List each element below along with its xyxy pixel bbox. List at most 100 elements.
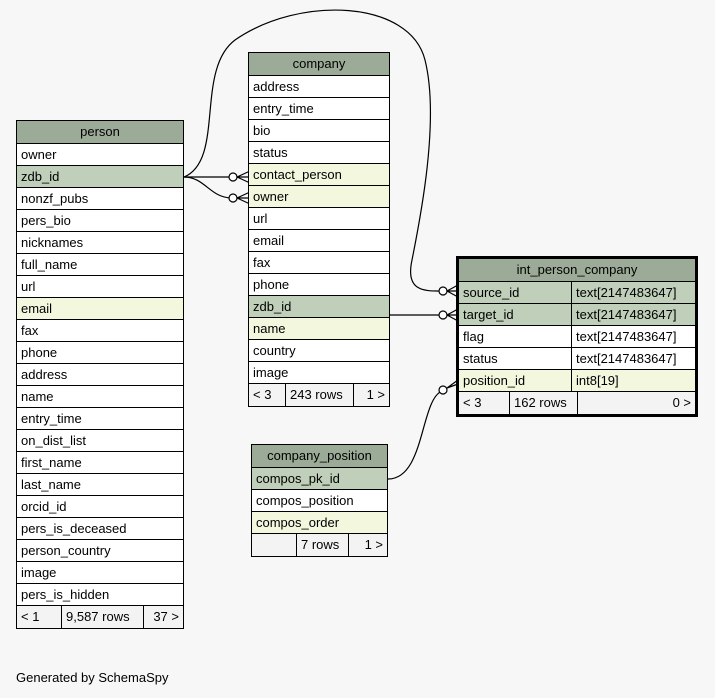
column-row[interactable]: contact_person bbox=[249, 164, 389, 186]
column-row[interactable]: compos_position bbox=[252, 490, 387, 512]
children-count[interactable]: 1 > bbox=[348, 534, 387, 556]
column-name: fax bbox=[253, 255, 271, 270]
column-row[interactable]: nicknames bbox=[17, 232, 183, 254]
column-name: nicknames bbox=[21, 235, 84, 250]
column-row[interactable]: address bbox=[17, 364, 183, 386]
column-row[interactable]: first_name bbox=[17, 452, 183, 474]
column-name: entry_time bbox=[253, 101, 314, 116]
column-row[interactable]: pers_is_deceased bbox=[17, 518, 183, 540]
row-count: 162 rows bbox=[509, 392, 577, 414]
column-row[interactable]: name bbox=[17, 386, 183, 408]
column-row[interactable]: zdb_id bbox=[17, 166, 183, 188]
column-name: on_dist_list bbox=[21, 433, 87, 448]
column-name: bio bbox=[253, 123, 271, 138]
column-row[interactable]: person_country bbox=[17, 540, 183, 562]
column-type: text[2147483647] bbox=[571, 282, 695, 303]
column-row[interactable]: position_id int8[19] bbox=[459, 370, 695, 392]
parents-count[interactable]: < 3 bbox=[253, 387, 272, 402]
column-name: pers_is_hidden bbox=[21, 587, 110, 602]
column-row[interactable]: entry_time bbox=[17, 408, 183, 430]
column-name: image bbox=[21, 565, 57, 580]
column-row[interactable]: last_name bbox=[17, 474, 183, 496]
column-name: status bbox=[253, 145, 288, 160]
column-name: zdb_id bbox=[253, 299, 292, 314]
table-title[interactable]: company_position bbox=[252, 445, 387, 468]
parents-count[interactable]: < 1 bbox=[21, 609, 40, 624]
table-title[interactable]: person bbox=[17, 121, 183, 144]
parents-count[interactable]: < 3 bbox=[463, 395, 482, 410]
column-name: pers_is_deceased bbox=[21, 521, 127, 536]
column-row[interactable]: owner bbox=[17, 144, 183, 166]
generated-by-label: Generated by SchemaSpy bbox=[16, 670, 169, 685]
column-row[interactable]: owner bbox=[249, 186, 389, 208]
column-row[interactable]: phone bbox=[17, 342, 183, 364]
column-row[interactable]: fax bbox=[17, 320, 183, 342]
column-type: text[2147483647] bbox=[571, 304, 695, 325]
column-row[interactable]: nonzf_pubs bbox=[17, 188, 183, 210]
link-end-circle bbox=[228, 172, 238, 182]
column-row[interactable]: phone bbox=[249, 274, 389, 296]
column-row[interactable]: country bbox=[249, 340, 389, 362]
column-type: int8[19] bbox=[571, 370, 695, 391]
column-name: compos_pk_id bbox=[256, 471, 340, 486]
column-row[interactable]: orcid_id bbox=[17, 496, 183, 518]
column-row[interactable]: image bbox=[17, 562, 183, 584]
column-row[interactable]: address bbox=[249, 76, 389, 98]
column-name: address bbox=[21, 367, 68, 382]
column-name: owner bbox=[21, 147, 57, 162]
children-count[interactable]: 0 > bbox=[577, 392, 695, 414]
column-name: url bbox=[21, 279, 36, 294]
column-name: phone bbox=[21, 345, 58, 360]
column-row[interactable]: full_name bbox=[17, 254, 183, 276]
column-row[interactable]: bio bbox=[249, 120, 389, 142]
column-row[interactable]: url bbox=[17, 276, 183, 298]
link-end-circle bbox=[438, 385, 448, 395]
row-count: 9,587 rows bbox=[61, 606, 143, 628]
column-row[interactable]: on_dist_list bbox=[17, 430, 183, 452]
column-row[interactable]: pers_bio bbox=[17, 210, 183, 232]
link-end-circle bbox=[228, 193, 238, 203]
column-type: text[2147483647] bbox=[571, 326, 695, 347]
column-name: orcid_id bbox=[21, 499, 67, 514]
column-name: compos_order bbox=[256, 515, 340, 530]
children-count[interactable]: 1 > bbox=[353, 384, 389, 406]
column-name: pers_bio bbox=[21, 213, 71, 228]
table-company-position[interactable]: company_position compos_pk_id compos_posit… bbox=[251, 444, 388, 557]
column-name: owner bbox=[253, 189, 289, 204]
table-title[interactable]: company bbox=[249, 53, 389, 76]
column-name: entry_time bbox=[21, 411, 82, 426]
column-row[interactable]: compos_pk_id bbox=[252, 468, 387, 490]
column-name: position_id bbox=[463, 373, 526, 388]
column-name: country bbox=[253, 343, 296, 358]
column-name: nonzf_pubs bbox=[21, 191, 89, 206]
column-row[interactable]: image bbox=[249, 362, 389, 384]
column-name: full_name bbox=[21, 257, 78, 272]
column-row[interactable]: url bbox=[249, 208, 389, 230]
column-name: first_name bbox=[21, 455, 82, 470]
column-row[interactable]: status bbox=[249, 142, 389, 164]
column-row[interactable]: entry_time bbox=[249, 98, 389, 120]
column-name: image bbox=[253, 365, 289, 380]
column-row[interactable]: pers_is_hidden bbox=[17, 584, 183, 606]
table-title[interactable]: int_person_company bbox=[459, 259, 695, 282]
column-row[interactable]: compos_order bbox=[252, 512, 387, 534]
parents-count[interactable] bbox=[252, 534, 296, 556]
column-row[interactable]: zdb_id bbox=[249, 296, 389, 318]
column-row[interactable]: email bbox=[17, 298, 183, 320]
column-row[interactable]: name bbox=[249, 318, 389, 340]
crowfoot bbox=[236, 191, 251, 205]
column-row[interactable]: fax bbox=[249, 252, 389, 274]
children-count[interactable]: 37 > bbox=[143, 606, 183, 628]
column-row[interactable]: email bbox=[249, 230, 389, 252]
column-name: person_country bbox=[21, 543, 111, 558]
column-name: phone bbox=[253, 277, 290, 292]
